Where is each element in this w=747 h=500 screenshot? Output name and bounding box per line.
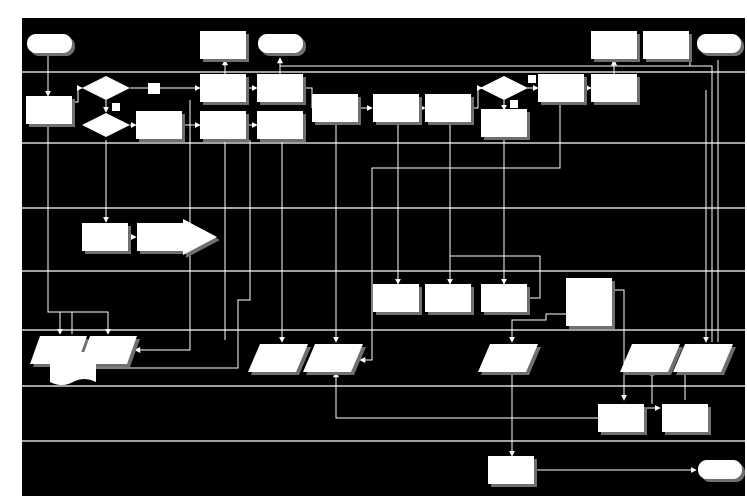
process-box: [373, 284, 419, 312]
decision-diamond: [480, 76, 528, 100]
process-box: [598, 404, 644, 432]
document-stack: [30, 336, 140, 385]
connector: [279, 60, 691, 67]
arrow-process-shape: [137, 219, 217, 255]
process-box: [312, 94, 358, 122]
data-parallelogram: [303, 344, 363, 372]
process-box: [591, 31, 637, 59]
process-box: [662, 404, 708, 432]
process-boxes: [26, 31, 711, 487]
connector: [359, 104, 561, 363]
process-box: [257, 74, 303, 102]
process-box: [643, 31, 689, 59]
data-shapes: [248, 344, 736, 375]
process-box: [566, 278, 612, 326]
connector: [134, 100, 191, 353]
process-box: [373, 94, 419, 122]
terminator-end: [698, 460, 742, 479]
connector: [509, 313, 588, 343]
decision-label-box: [148, 83, 160, 94]
decision-diamond: [82, 76, 130, 100]
data-parallelogram: [478, 344, 538, 372]
decision-label-box: [510, 100, 518, 108]
process-box: [425, 94, 471, 122]
process-box: [26, 96, 72, 124]
process-box: [257, 111, 303, 139]
process-box: [136, 111, 182, 139]
data-parallelogram: [248, 344, 308, 372]
terminator-start: [27, 34, 72, 53]
process-box: [200, 74, 246, 102]
decision-diamond: [82, 113, 130, 137]
connector: [690, 65, 713, 342]
connector: [47, 126, 63, 335]
terminator: [258, 34, 303, 53]
data-parallelogram: [673, 344, 733, 372]
process-box: [538, 74, 584, 102]
connector: [79, 140, 251, 371]
terminators: [27, 34, 745, 482]
process-box: [591, 74, 637, 102]
decisions: [82, 75, 536, 137]
process-box: [481, 109, 527, 137]
decision-label-box: [112, 103, 120, 111]
process-box: [82, 223, 128, 251]
process-box: [481, 284, 527, 312]
process-box: [488, 456, 534, 484]
terminator: [697, 34, 741, 53]
process-box: [425, 284, 471, 312]
connector: [60, 311, 111, 335]
connector: [450, 255, 541, 299]
process-box: [200, 111, 246, 139]
decision-label-box: [528, 75, 536, 83]
process-box: [200, 31, 246, 59]
arrow-process: [137, 219, 220, 258]
document-shape: [50, 352, 96, 385]
data-parallelogram: [620, 344, 680, 372]
